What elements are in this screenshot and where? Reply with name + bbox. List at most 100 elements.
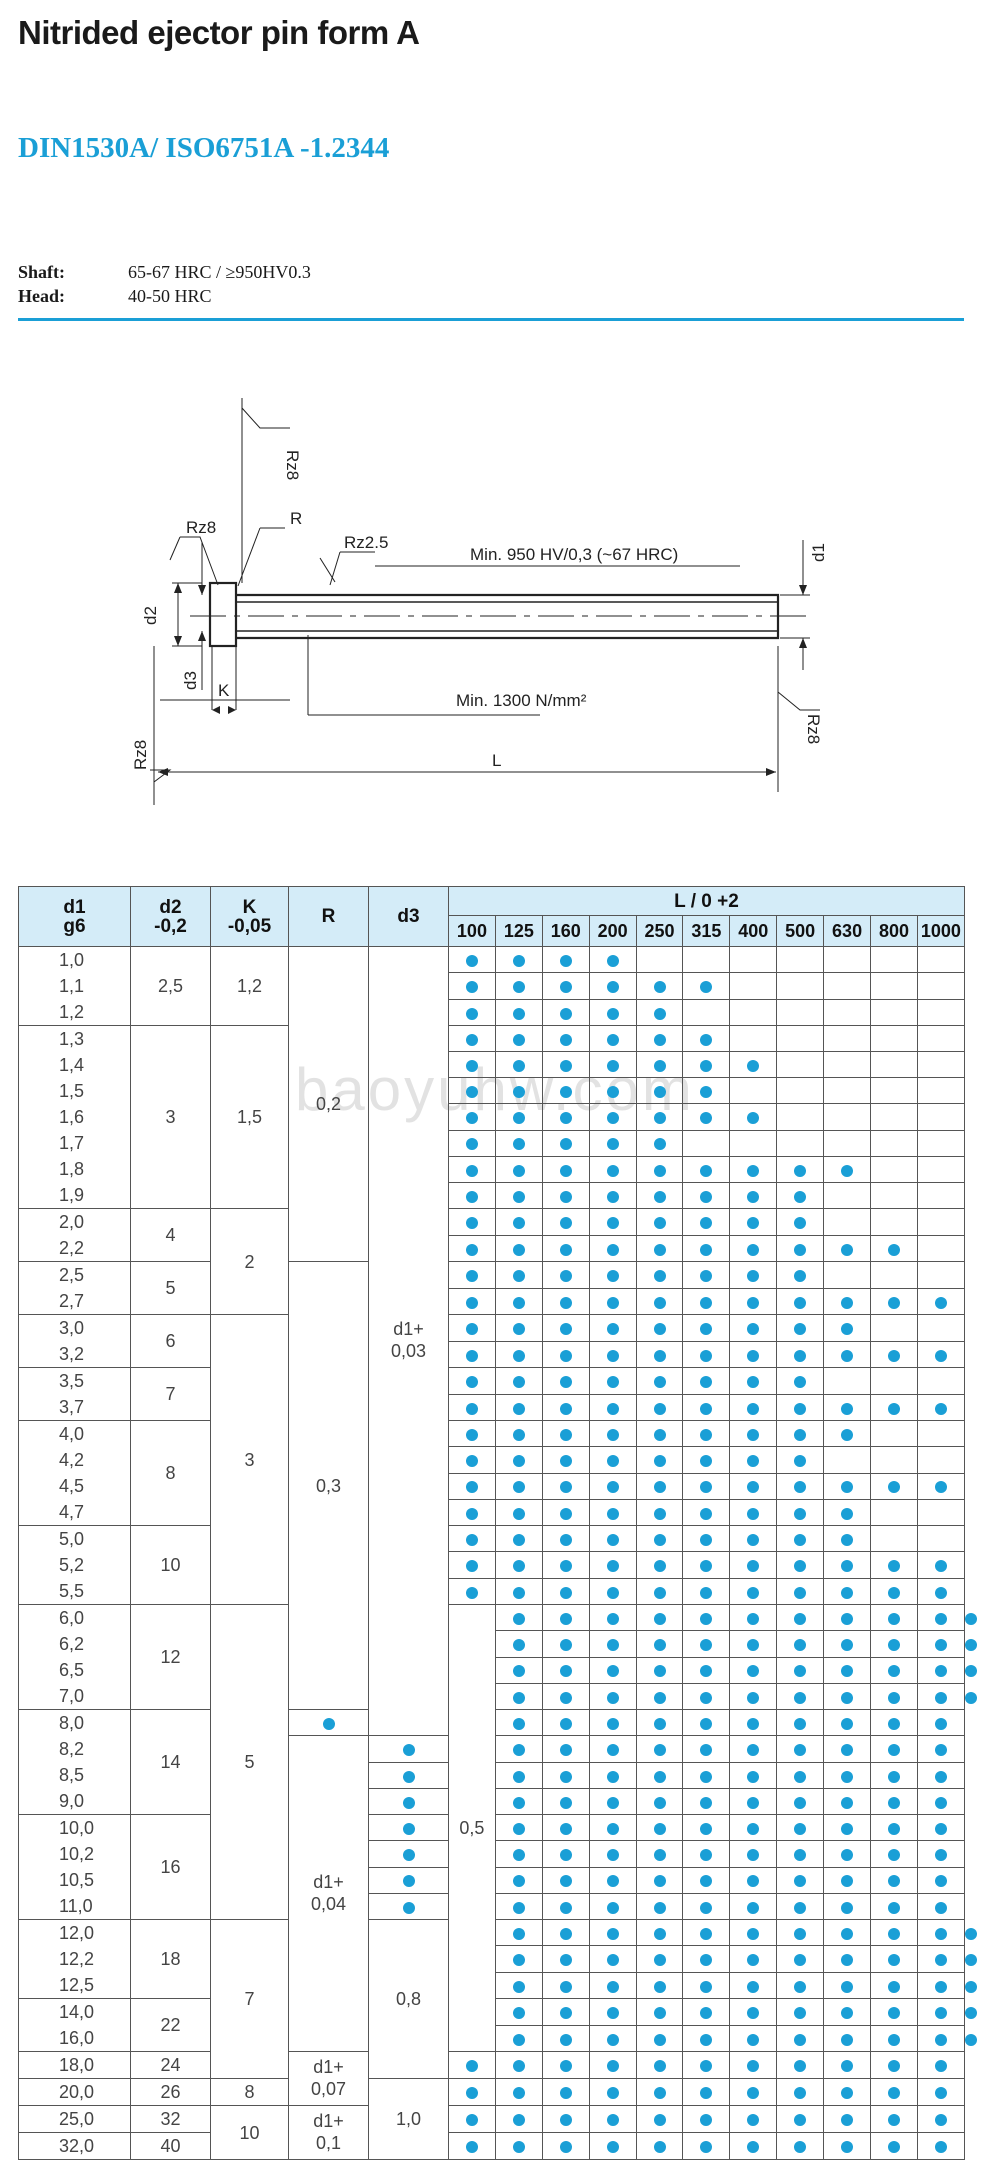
d1-cell: 18,0 <box>18 2051 131 2079</box>
availability-cell <box>635 1393 684 1421</box>
availability-dot <box>887 1980 900 1993</box>
availability-cell <box>729 945 778 974</box>
availability-dot <box>794 1796 807 1809</box>
availability-dot <box>606 1296 619 1309</box>
availability-cell <box>635 998 684 1027</box>
availability-cell <box>588 2024 637 2052</box>
availability-cell <box>823 1234 872 1262</box>
availability-cell <box>870 1735 918 1763</box>
availability-dot <box>606 2007 619 2019</box>
header-k: K-0,05 <box>210 886 289 947</box>
d2-cell: 26 <box>130 2078 211 2106</box>
availability-dot <box>606 1901 619 1914</box>
availability-cell <box>870 1918 918 1947</box>
availability-dot <box>794 1875 807 1888</box>
availability-dot <box>606 1007 619 1020</box>
availability-cell <box>823 1287 872 1315</box>
availability-cell <box>368 1762 449 1789</box>
availability-dot <box>700 1586 713 1599</box>
availability-cell <box>870 1181 918 1210</box>
availability-cell <box>494 1208 543 1236</box>
availability-dot <box>747 1691 760 1704</box>
spec-head: Head: 40-50 HRC <box>18 286 212 307</box>
availability-dot <box>606 1033 619 1046</box>
availability-cell <box>541 1762 590 1789</box>
availability-cell <box>870 1208 918 1236</box>
availability-dot <box>700 1533 713 1546</box>
availability-dot <box>841 1849 854 1862</box>
availability-cell <box>448 998 496 1027</box>
availability-cell <box>541 1630 590 1658</box>
availability-dot <box>700 2060 713 2073</box>
availability-cell <box>729 1208 778 1236</box>
availability-cell <box>682 1287 731 1315</box>
availability-cell <box>776 1971 825 2000</box>
availability-cell <box>494 972 543 1000</box>
table-row <box>19 1971 977 2000</box>
availability-dot <box>841 2060 854 2073</box>
d1-cell: 25,0 <box>18 2105 131 2133</box>
availability-cell <box>776 1998 825 2026</box>
availability-dot <box>747 2033 760 2046</box>
availability-cell <box>494 2078 543 2106</box>
availability-cell <box>916 1998 965 2026</box>
availability-dot <box>559 1455 572 1468</box>
availability-dot <box>794 1323 807 1335</box>
availability-cell <box>448 1340 496 1368</box>
availability-cell <box>682 1103 731 1131</box>
availability-dot <box>700 2033 713 2046</box>
table-row <box>19 1472 965 1500</box>
availability-dot <box>653 1323 666 1335</box>
availability-cell <box>776 1129 825 1157</box>
availability-cell <box>776 1840 825 1868</box>
availability-dot <box>606 1717 619 1730</box>
availability-dot <box>700 1796 713 1809</box>
availability-cell <box>635 2132 684 2160</box>
availability-cell <box>729 2132 778 2160</box>
availability-cell <box>448 1577 496 1606</box>
availability-cell <box>823 1051 872 1079</box>
availability-dot <box>700 1507 713 1520</box>
availability-dot <box>794 2114 807 2127</box>
availability-dot <box>465 1533 478 1546</box>
tensile-label: Min. 1300 N/mm² <box>456 691 587 710</box>
availability-dot <box>841 1822 854 1835</box>
availability-dot <box>559 1190 572 1203</box>
availability-dot <box>934 1954 947 1967</box>
availability-cell <box>729 1077 778 1105</box>
availability-dot <box>559 1323 572 1335</box>
availability-dot <box>512 1796 525 1809</box>
availability-dot <box>606 1190 619 1203</box>
availability-cell <box>541 1446 590 1474</box>
availability-dot <box>559 1665 572 1678</box>
availability-cell <box>916 1840 965 1868</box>
availability-cell <box>635 1051 684 1079</box>
availability-dot <box>512 1217 525 1229</box>
standard-subtitle: DIN1530A/ ISO6751A -1.2344 <box>18 132 390 164</box>
availability-cell <box>729 1656 778 1684</box>
availability-dot <box>606 1691 619 1704</box>
availability-dot <box>700 2007 713 2019</box>
availability-dot <box>700 1744 713 1757</box>
d1-cell: 20,0 <box>18 2078 131 2106</box>
availability-cell <box>729 1735 778 1763</box>
availability-dot <box>512 2033 525 2046</box>
availability-cell <box>776 1498 825 1527</box>
availability-cell <box>682 1181 731 1210</box>
availability-cell <box>682 1524 731 1553</box>
availability-cell <box>635 1472 684 1500</box>
availability-cell <box>448 1024 496 1053</box>
availability-cell <box>494 1551 543 1579</box>
availability-dot <box>794 1402 807 1415</box>
availability-cell <box>588 1261 637 1289</box>
availability-cell <box>729 1367 778 1395</box>
availability-dot <box>465 2060 478 2073</box>
availability-cell <box>541 972 590 1000</box>
availability-dot <box>653 2114 666 2127</box>
availability-cell <box>588 1551 637 1579</box>
availability-dot <box>512 2087 525 2100</box>
availability-cell <box>494 1367 543 1395</box>
header-length-800: 800 <box>870 915 918 947</box>
availability-cell <box>494 1181 543 1210</box>
